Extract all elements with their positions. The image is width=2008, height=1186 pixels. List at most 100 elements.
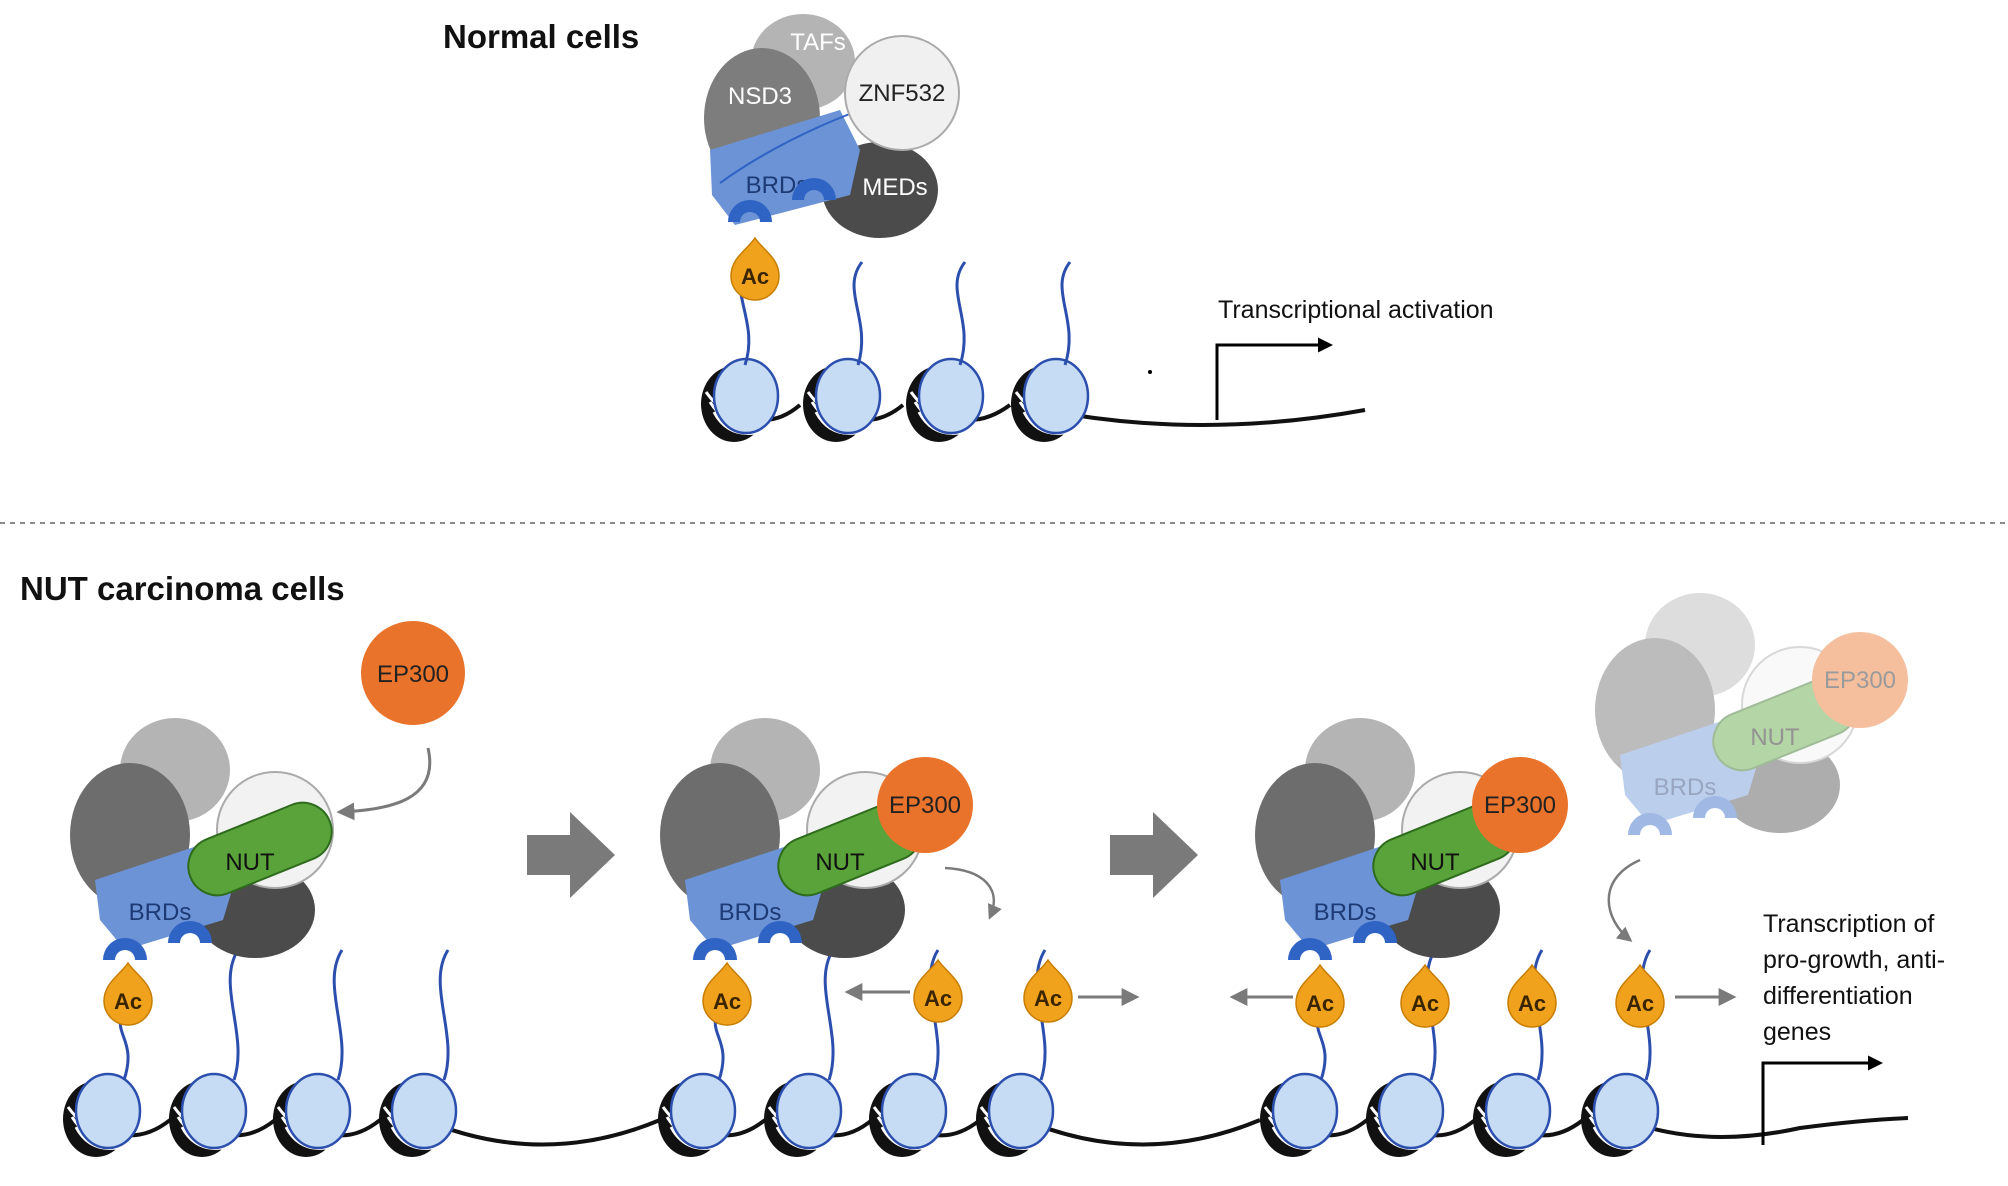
nut-shape xyxy=(1712,676,1858,772)
ep300-shape xyxy=(877,757,973,853)
brds-label: BRDs xyxy=(1654,774,1717,801)
ep300-shape xyxy=(1812,632,1908,728)
brds-label: BRDs xyxy=(129,899,192,926)
znf532-shape xyxy=(844,35,960,151)
ep300-label: EP300 xyxy=(889,792,961,819)
acetyl-mark: Ac xyxy=(702,961,752,1026)
ep300-label: EP300 xyxy=(1484,792,1556,819)
bromodomain-reader xyxy=(758,921,802,943)
brds-label: BRDs xyxy=(719,899,782,926)
step-arrow xyxy=(527,812,615,898)
ac-label: Ac xyxy=(924,986,952,1011)
nut-label: NUT xyxy=(1750,724,1800,751)
step-arrow xyxy=(1110,812,1198,898)
curved-arrow xyxy=(1607,858,1641,942)
acetyl-mark: Ac xyxy=(1023,958,1073,1023)
bromodomain-reader xyxy=(792,178,836,200)
ac-label: Ac xyxy=(713,989,741,1014)
normal-cells-title: Normal cells xyxy=(443,18,639,55)
brd-nut-complex: BRDs NUT EP300 xyxy=(1595,593,1908,835)
bromodomain-reader xyxy=(1693,796,1737,818)
nucleosome xyxy=(1366,1072,1445,1157)
nucleosome xyxy=(764,1072,843,1157)
curved-arrow xyxy=(944,866,1002,920)
ep300-shape xyxy=(361,621,465,725)
brd-nut-complex: BRDs NUT EP300 xyxy=(1255,718,1568,960)
normal-chromatin: Ac Transcriptional activation xyxy=(701,236,1494,442)
nut-shape xyxy=(187,801,333,897)
nucleosome xyxy=(1260,1072,1339,1157)
nucleosome xyxy=(1011,357,1090,442)
recruit-arrow xyxy=(336,747,432,821)
bromodomain-reader xyxy=(168,921,212,943)
brds-shape xyxy=(1620,715,1760,825)
nsd3-shape xyxy=(1595,638,1715,782)
acetyl-mark: Ac xyxy=(913,958,963,1023)
acetyl-mark: Ac xyxy=(1615,963,1665,1028)
ep300-label: EP300 xyxy=(377,661,449,688)
tafs-shape xyxy=(1645,593,1755,697)
bromodomain-reader xyxy=(1353,921,1397,943)
ac-label: Ac xyxy=(741,264,769,289)
bromodomain-reader xyxy=(693,938,737,960)
meds-shape xyxy=(1720,737,1840,833)
histone-tail xyxy=(852,261,864,366)
brd-nut-complex: BRDs NUT xyxy=(70,718,334,960)
nucleosome xyxy=(869,1072,948,1157)
transcription-label: Transcription of pro-growth, anti- diffe… xyxy=(1763,910,1952,1046)
nucleosome xyxy=(1581,1072,1660,1157)
nucleosome xyxy=(906,357,985,442)
histone-tail xyxy=(1060,261,1072,366)
dot xyxy=(1148,370,1152,374)
ac-label: Ac xyxy=(1626,991,1654,1016)
tafs-label: TAFs xyxy=(790,29,846,56)
brds-shape xyxy=(710,110,860,225)
histone-tail xyxy=(955,261,967,366)
nucleosome xyxy=(1473,1072,1552,1157)
nut-label: NUT xyxy=(1410,849,1460,876)
nut-carcinoma-title: NUT carcinoma cells xyxy=(20,570,345,607)
brd-nut-complex: BRDs NUT EP300 xyxy=(660,718,973,960)
ac-label: Ac xyxy=(1306,991,1334,1016)
znf532-label: ZNF532 xyxy=(859,80,946,107)
nucleosome xyxy=(63,1072,142,1157)
nucleosome xyxy=(976,1072,1055,1157)
transcriptional-activation-label: Transcriptional activation xyxy=(1218,296,1494,324)
bromodomain-reader xyxy=(1288,938,1332,960)
brds-edge xyxy=(719,109,861,184)
bromodomain-reader xyxy=(1628,813,1672,835)
transcription-start-arrow xyxy=(1215,337,1333,420)
nsd3-label: NSD3 xyxy=(728,83,792,110)
histone-tail xyxy=(438,949,450,1081)
acetyl-mark: Ac xyxy=(1295,963,1345,1028)
histone-tail xyxy=(823,949,835,1081)
znf532-shape xyxy=(1741,646,1859,764)
transcription-start-arrow xyxy=(1761,1055,1883,1145)
meds-label: MEDs xyxy=(862,174,927,201)
ac-label: Ac xyxy=(114,989,142,1014)
bromodomain-reader xyxy=(103,938,147,960)
nucleosome xyxy=(701,357,780,442)
ac-label: Ac xyxy=(1411,991,1439,1016)
nucleosome xyxy=(169,1072,248,1157)
histone-tail xyxy=(332,949,344,1081)
bromodomain-reader xyxy=(728,200,772,222)
nucleosome xyxy=(379,1072,458,1157)
acetyl-mark: Ac xyxy=(1400,963,1450,1028)
ac-label: Ac xyxy=(1518,991,1546,1016)
acetyl-mark: Ac xyxy=(103,961,153,1026)
acetyl-mark: Ac xyxy=(1507,963,1557,1028)
nucleosome xyxy=(803,357,882,442)
ep300-label: EP300 xyxy=(1824,667,1896,694)
free-ep300: EP300 xyxy=(336,621,465,821)
brds-label: BRDs xyxy=(1314,899,1377,926)
histone-tail xyxy=(228,949,240,1081)
normal-complex: TAFs NSD3 MEDs BRDs ZNF532 xyxy=(704,14,960,238)
nut-label: NUT xyxy=(815,849,865,876)
nucleosome xyxy=(273,1072,352,1157)
nucleosome xyxy=(658,1072,737,1157)
acetyl-mark: Ac xyxy=(730,236,780,301)
nut-label: NUT xyxy=(225,849,275,876)
